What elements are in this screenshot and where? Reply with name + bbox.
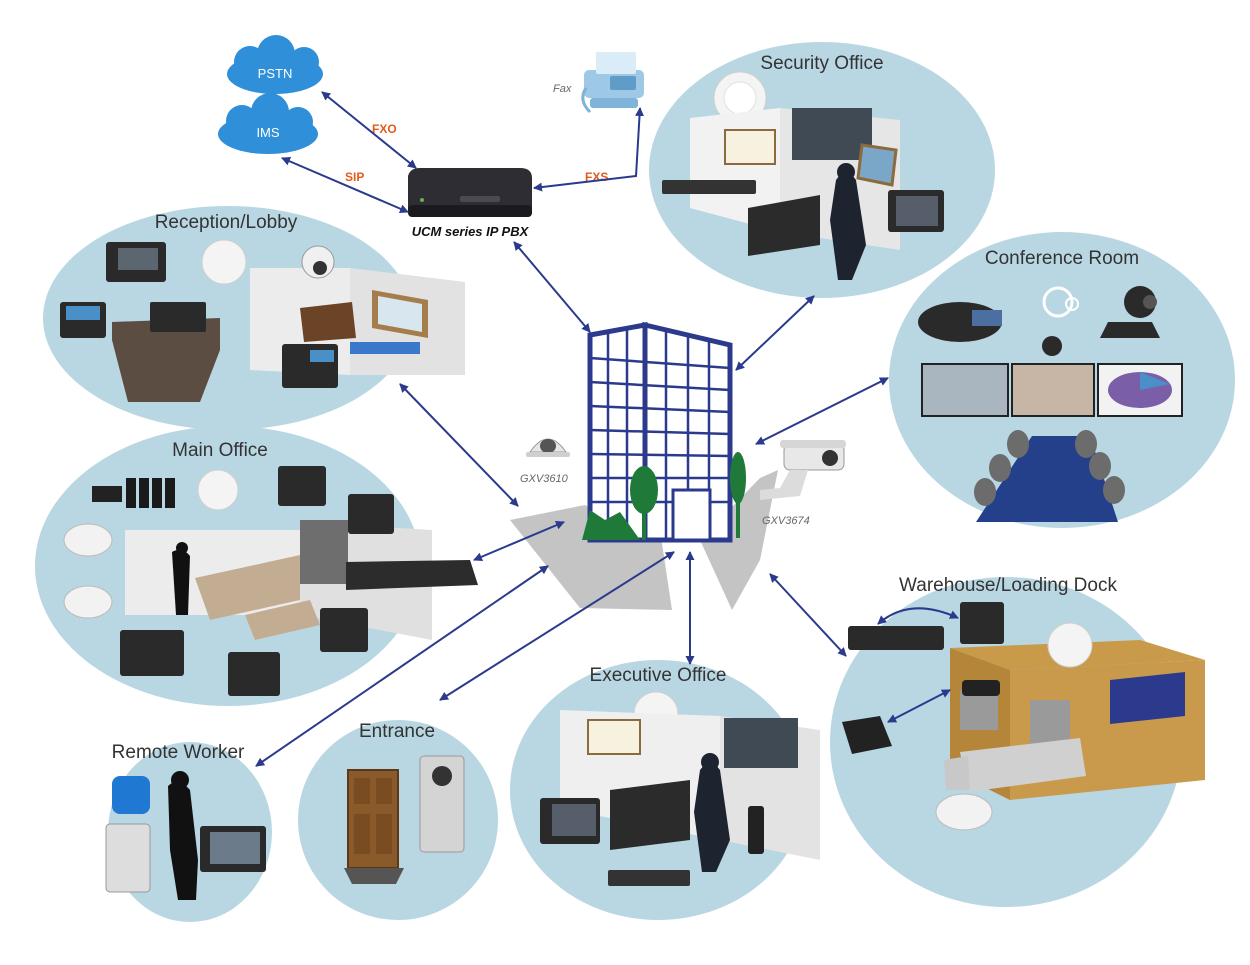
reception-scene: [60, 239, 465, 402]
zone-label-entrance: Entrance: [359, 721, 435, 742]
arrow-warehouse-sensor-camera: [887, 689, 951, 723]
zone-label-conference: Conference Room: [985, 248, 1139, 269]
zone-label-reception: Reception/Lobby: [155, 212, 298, 233]
arrow-building-conference: [755, 377, 889, 445]
entrance-scene: [344, 755, 465, 884]
warehouse-scene: [842, 602, 1205, 831]
fax-machine: Fax: [553, 52, 644, 114]
connection-arrows: [255, 91, 959, 767]
arrow-building-warehouse: [769, 573, 847, 657]
arrow-pbx-building: [513, 241, 591, 333]
executive-office-scene: [540, 691, 820, 886]
bullet-camera-label: GXV3674: [762, 515, 810, 527]
fax-label: Fax: [553, 83, 572, 95]
security-office-scene: [662, 71, 944, 280]
zone-label-warehouse: Warehouse/Loading Dock: [899, 575, 1117, 596]
pbx-label: UCM series IP PBX: [412, 224, 530, 239]
sip-label: SIP: [345, 170, 364, 184]
arrow-pstn-pbx: [321, 91, 417, 169]
conference-room-scene: [918, 286, 1183, 522]
remote-worker-scene: [105, 771, 266, 900]
arrow-building-reception: [399, 383, 519, 507]
pstn-label: PSTN: [258, 66, 293, 81]
fxo-label: FXO: [372, 122, 397, 136]
zone-label-security: Security Office: [760, 53, 883, 74]
zone-label-executive: Executive Office: [590, 665, 727, 686]
ims-label: IMS: [256, 125, 279, 140]
arrow-ims-pbx: [281, 157, 409, 213]
zone-label-remote: Remote Worker: [112, 742, 245, 763]
dome-camera-gxv3610: GXV3610: [520, 438, 570, 485]
arrow-building-security: [735, 295, 815, 371]
pstn-cloud: PSTN: [227, 35, 323, 94]
ucm-ip-pbx: UCM series IP PBX: [408, 168, 532, 239]
dome-camera-label: GXV3610: [520, 473, 569, 485]
ims-cloud: IMS: [218, 93, 318, 154]
arrow-warehouse-gateway-phone: [877, 607, 959, 625]
zone-label-main: Main Office: [172, 440, 268, 461]
arrow-pbx-fax: [533, 107, 645, 192]
arrow-building-remote: [255, 565, 549, 767]
